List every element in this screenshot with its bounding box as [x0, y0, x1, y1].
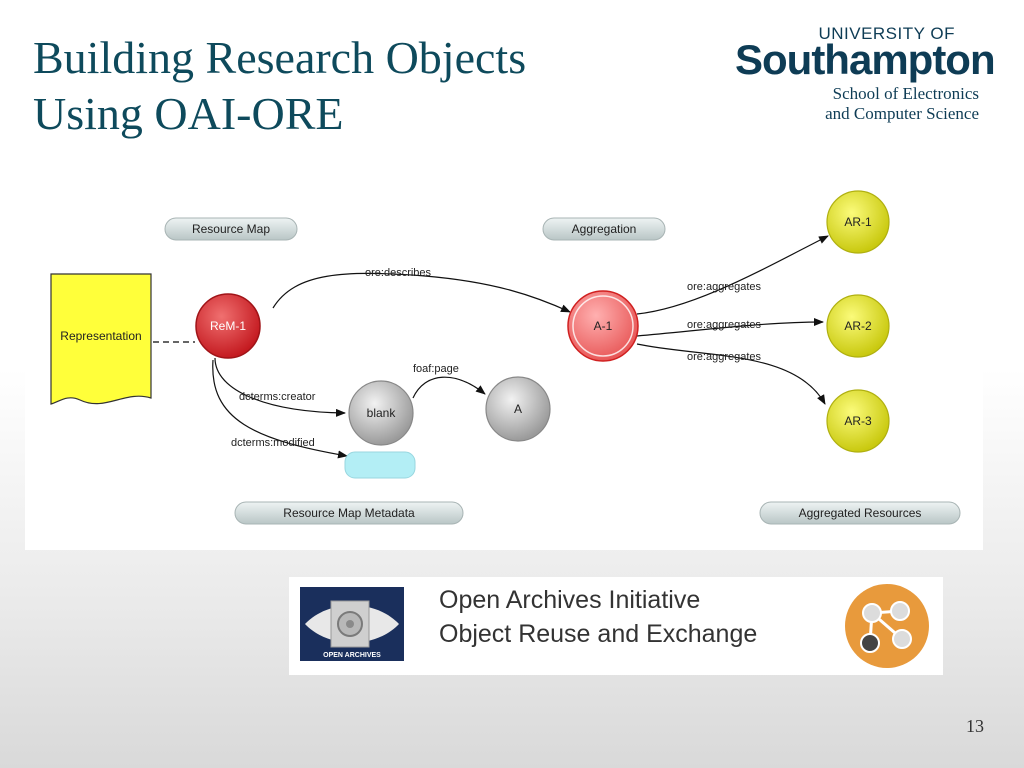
svg-text:A-1: A-1 [594, 319, 613, 333]
node-a-1: A-1 [567, 290, 639, 362]
edge-creator [214, 357, 346, 417]
edge-label-aggregates-1: ore:aggregates [687, 281, 761, 293]
svg-text:OPEN ARCHIVES: OPEN ARCHIVES [323, 652, 381, 659]
logo-school: School of Electronics and Computer Scien… [825, 84, 979, 124]
label-resource-map: Resource Map [164, 217, 298, 241]
edge-label-describes: ore:describes [365, 267, 432, 279]
open-archives-logo: OPEN ARCHIVES [300, 587, 404, 661]
svg-text:Resource Map: Resource Map [192, 222, 270, 236]
university-logo: UNIVERSITY OF Southampton School of Elec… [735, 24, 996, 134]
logo-school-line-1: School of Electronics [832, 84, 979, 103]
node-ar-3: AR-3 [826, 389, 890, 453]
edge-label-aggregates-3: ore:aggregates [687, 351, 761, 363]
svg-text:AR-3: AR-3 [844, 414, 872, 428]
logo-university-of: UNIVERSITY OF [818, 24, 955, 43]
edge-foaf-page [412, 376, 486, 399]
svg-text:blank: blank [367, 406, 397, 420]
svg-text:Aggregation: Aggregation [572, 222, 637, 236]
title-line-2: Using OAI-ORE [33, 88, 344, 139]
oai-line-1: Open Archives Initiative [439, 586, 701, 614]
edge-labels: ore:describes ore:aggregates ore:aggrega… [231, 267, 761, 449]
svg-text:AR-1: AR-1 [844, 215, 872, 229]
svg-text:Representation: Representation [60, 329, 141, 343]
title-line-1: Building Research Objects [33, 32, 527, 83]
svg-text:Resource Map Metadata: Resource Map Metadata [283, 506, 415, 520]
logo-school-line-2: and Computer Science [825, 104, 979, 123]
edge-label-creator: dcterms:creator [239, 391, 316, 403]
svg-text:Aggregated Resources: Aggregated Resources [799, 506, 922, 520]
edge-aggregates-3 [636, 343, 826, 405]
edge-label-aggregates-2: ore:aggregates [687, 319, 761, 331]
edge-modified [212, 359, 348, 459]
oai-line-2: Object Reuse and Exchange [439, 620, 758, 648]
node-representation: Representation [50, 273, 152, 405]
oai-ore-banner: OPEN ARCHIVES Open Archives Initiative O… [289, 577, 943, 675]
edges [153, 235, 829, 459]
label-resource-map-metadata: Resource Map Metadata [234, 501, 464, 525]
svg-text:ReM-1: ReM-1 [210, 319, 246, 333]
logo-southampton: Southampton [735, 36, 996, 83]
edge-rem-describes [272, 272, 571, 313]
svg-text:AR-2: AR-2 [844, 319, 872, 333]
node-blank: blank [348, 380, 414, 446]
ore-diagram-svg: Resource Map Aggregation Resource Map Me… [50, 190, 961, 525]
slide-title: Building Research Objects Using OAI-ORE [33, 30, 526, 142]
label-aggregation: Aggregation [542, 217, 666, 241]
edge-aggregates-1 [636, 235, 829, 315]
node-rem-1: ReM-1 [195, 293, 261, 359]
node-ar-1: AR-1 [826, 190, 890, 254]
node-literal [344, 451, 416, 479]
edge-aggregates-2 [636, 318, 824, 337]
ore-diagram: Resource Map Aggregation Resource Map Me… [25, 190, 983, 550]
label-aggregated-resources: Aggregated Resources [759, 501, 961, 525]
edge-label-modified: dcterms:modified [231, 437, 315, 449]
node-a: A [485, 376, 551, 442]
edge-label-foaf-page: foaf:page [413, 363, 459, 375]
page-number: 13 [966, 716, 984, 736]
svg-text:A: A [514, 402, 522, 416]
node-ar-2: AR-2 [826, 294, 890, 358]
ore-logo-icon [845, 584, 929, 668]
